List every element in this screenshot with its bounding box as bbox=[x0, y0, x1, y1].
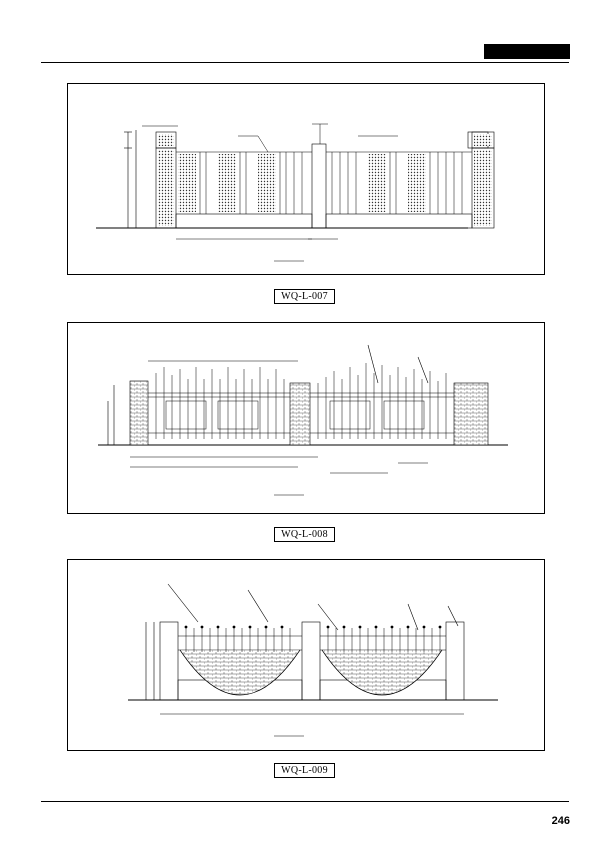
header-bar bbox=[484, 44, 570, 59]
fence-elevation-008 bbox=[98, 344, 508, 496]
drawing-code-007: WQ-L-007 bbox=[274, 289, 335, 304]
header-rule bbox=[41, 62, 569, 63]
footer-rule bbox=[41, 801, 569, 802]
drawing-frame-008 bbox=[67, 322, 545, 514]
drawing-frame-009 bbox=[67, 559, 545, 751]
drawing-frame-007 bbox=[67, 83, 545, 275]
drawing-code-009: WQ-L-009 bbox=[274, 763, 335, 778]
fence-elevation-007 bbox=[96, 123, 495, 262]
page-number: 246 bbox=[551, 815, 570, 827]
fence-elevation-009 bbox=[128, 583, 498, 737]
drawing-code-008: WQ-L-008 bbox=[274, 527, 335, 542]
